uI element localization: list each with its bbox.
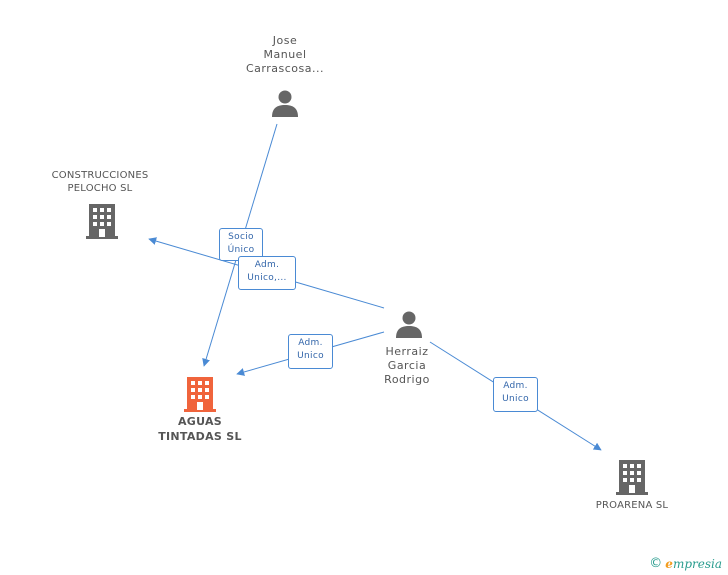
label-line: Jose [272,34,298,47]
badge-line: Adm. [298,338,323,348]
node-label-jose[interactable]: Jose Manuel Carrascosa... [225,34,345,76]
label-line: AGUAS [177,415,223,428]
node-label-herraiz[interactable]: Herraiz Garcia Rodrigo [357,345,457,387]
label-line: PROARENA SL [595,500,669,511]
empresia-logo: © empresia [649,556,722,571]
node-label-proarena[interactable]: PROARENA SL [572,499,692,512]
badge-line: Socio [228,232,254,242]
person-icon[interactable] [271,89,299,117]
brand-name: empresia [665,557,722,571]
copyright-symbol: © [649,556,663,571]
building-icon[interactable] [616,459,648,495]
brand-rest: mpresia [672,556,722,571]
edge-label-adm-unico-proarena[interactable]: Adm. Unico [493,377,538,412]
edge-label-socio-unico[interactable]: Socio Único [219,228,263,261]
building-icon[interactable] [184,376,216,412]
node-label-aguas[interactable]: AGUAS TINTADAS SL [140,414,260,444]
label-line: Herraiz [385,345,429,358]
badge-line: Unico [297,351,324,361]
badge-line: Adm. [503,381,528,391]
edge-label-adm-unico-construcciones[interactable]: Adm. Unico,... [238,256,296,290]
label-line: PELOCHO SL [67,183,133,194]
badge-line: Adm. [254,260,280,270]
brand-first-letter: e [665,556,673,571]
building-icon[interactable] [86,203,118,239]
edge-label-adm-unico-aguas[interactable]: Adm. Unico [288,334,333,369]
node-label-construcciones[interactable]: CONSTRUCCIONES PELOCHO SL [35,169,165,195]
label-line: Garcia [387,359,427,372]
badge-line: Unico,... [247,273,287,283]
badge-line: Unico [502,394,529,404]
person-icon[interactable] [395,310,423,338]
label-line: Rodrigo [384,373,430,386]
label-line: Manuel [263,48,307,61]
label-line: Carrascosa... [246,62,324,75]
badge-line: Único [227,245,255,255]
label-line: TINTADAS SL [158,430,242,443]
label-line: CONSTRUCCIONES [51,170,149,181]
